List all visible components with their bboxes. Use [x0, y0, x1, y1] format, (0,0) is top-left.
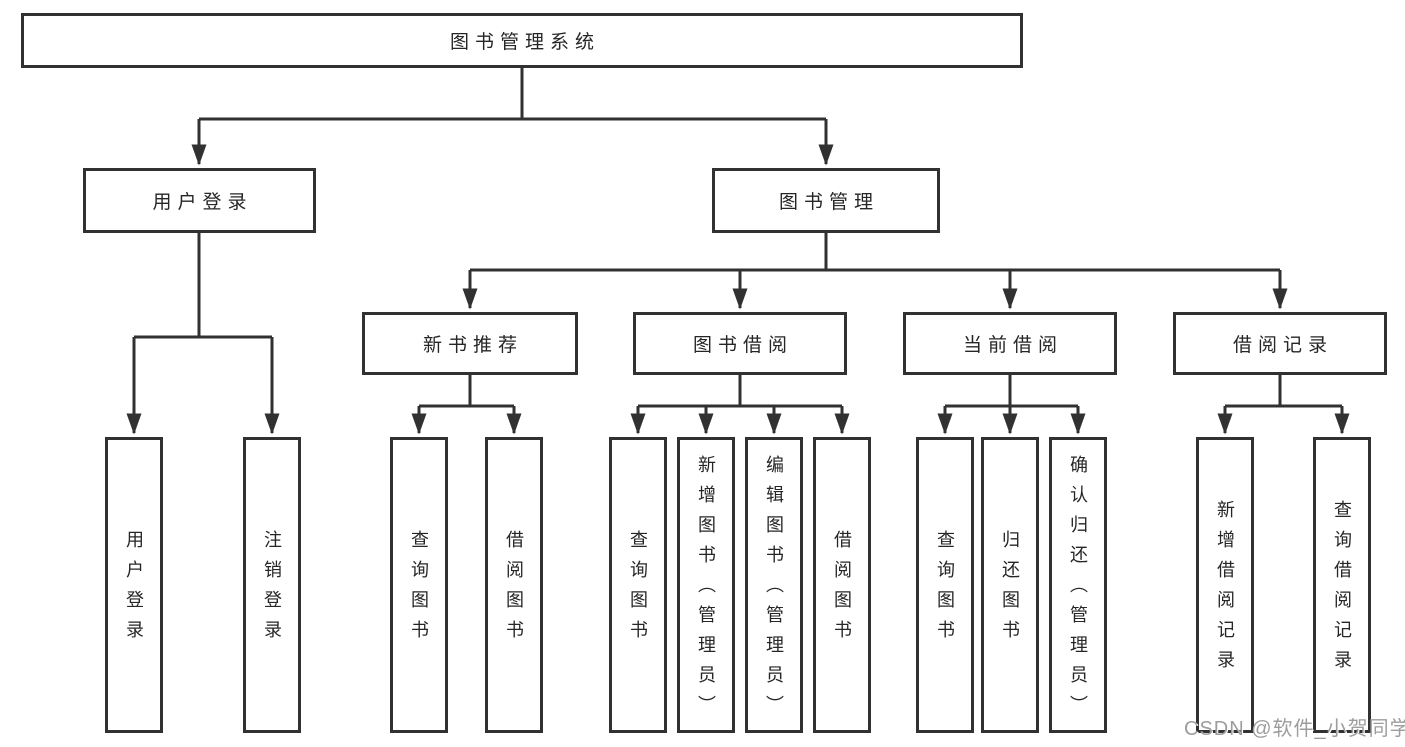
- node-label: 编辑图书（管理员）: [764, 455, 784, 725]
- node-label: 归还图书: [1000, 530, 1020, 650]
- leaf-borrow-books-borrowing: 借阅图书: [813, 437, 871, 733]
- node-label: 新书推荐: [422, 335, 523, 356]
- node-label: 图书管理系统: [449, 32, 600, 53]
- node-book-borrowing: 图书借阅: [633, 312, 847, 375]
- node-library-management-system: 图书管理系统: [21, 13, 1023, 68]
- node-label: 查询图书: [935, 530, 955, 650]
- csdn-watermark: CSDN @软件_小贺同学: [1184, 718, 1405, 740]
- node-label: 借阅记录: [1232, 335, 1333, 356]
- node-label: 查询图书: [409, 530, 429, 650]
- leaf-confirm-return-admin: 确认归还（管理员）: [1049, 437, 1107, 733]
- node-label: 借阅图书: [504, 530, 524, 650]
- node-label: 新增借阅记录: [1215, 500, 1235, 680]
- leaf-user-login: 用户登录: [105, 437, 163, 733]
- node-label: 用户登录: [152, 192, 253, 213]
- node-current-borrowing: 当前借阅: [903, 312, 1117, 375]
- leaf-logout: 注销登录: [243, 437, 301, 733]
- leaf-query-books-recommend: 查询图书: [390, 437, 448, 733]
- node-label: 新增图书（管理员）: [696, 455, 716, 725]
- node-borrowing-records: 借阅记录: [1173, 312, 1387, 375]
- connector-skeleton: [134, 68, 1342, 408]
- leaf-borrow-books-recommend: 借阅图书: [485, 437, 543, 733]
- node-label: 确认归还（管理员）: [1068, 455, 1088, 725]
- node-label: 图书管理: [778, 192, 879, 213]
- node-user-login-branch: 用户登录: [83, 168, 316, 233]
- node-label: 当前借阅: [962, 335, 1063, 356]
- node-new-book-recommendation: 新书推荐: [362, 312, 578, 375]
- node-label: 注销登录: [262, 530, 282, 650]
- leaf-query-books-borrowing: 查询图书: [609, 437, 667, 733]
- node-label: 查询借阅记录: [1332, 500, 1352, 680]
- node-label: 图书借阅: [692, 335, 793, 356]
- node-label: 借阅图书: [832, 530, 852, 650]
- node-label: 查询图书: [628, 530, 648, 650]
- node-label: 用户登录: [124, 530, 144, 650]
- leaf-return-books: 归还图书: [981, 437, 1039, 733]
- leaf-query-books-current: 查询图书: [916, 437, 974, 733]
- leaf-add-borrow-record: 新增借阅记录: [1196, 437, 1254, 733]
- leaf-add-book-admin: 新增图书（管理员）: [677, 437, 735, 733]
- leaf-edit-book-admin: 编辑图书（管理员）: [745, 437, 803, 733]
- leaf-query-borrow-record: 查询借阅记录: [1313, 437, 1371, 733]
- connector-arrows: [126, 119, 1350, 435]
- node-book-management-branch: 图书管理: [712, 168, 940, 233]
